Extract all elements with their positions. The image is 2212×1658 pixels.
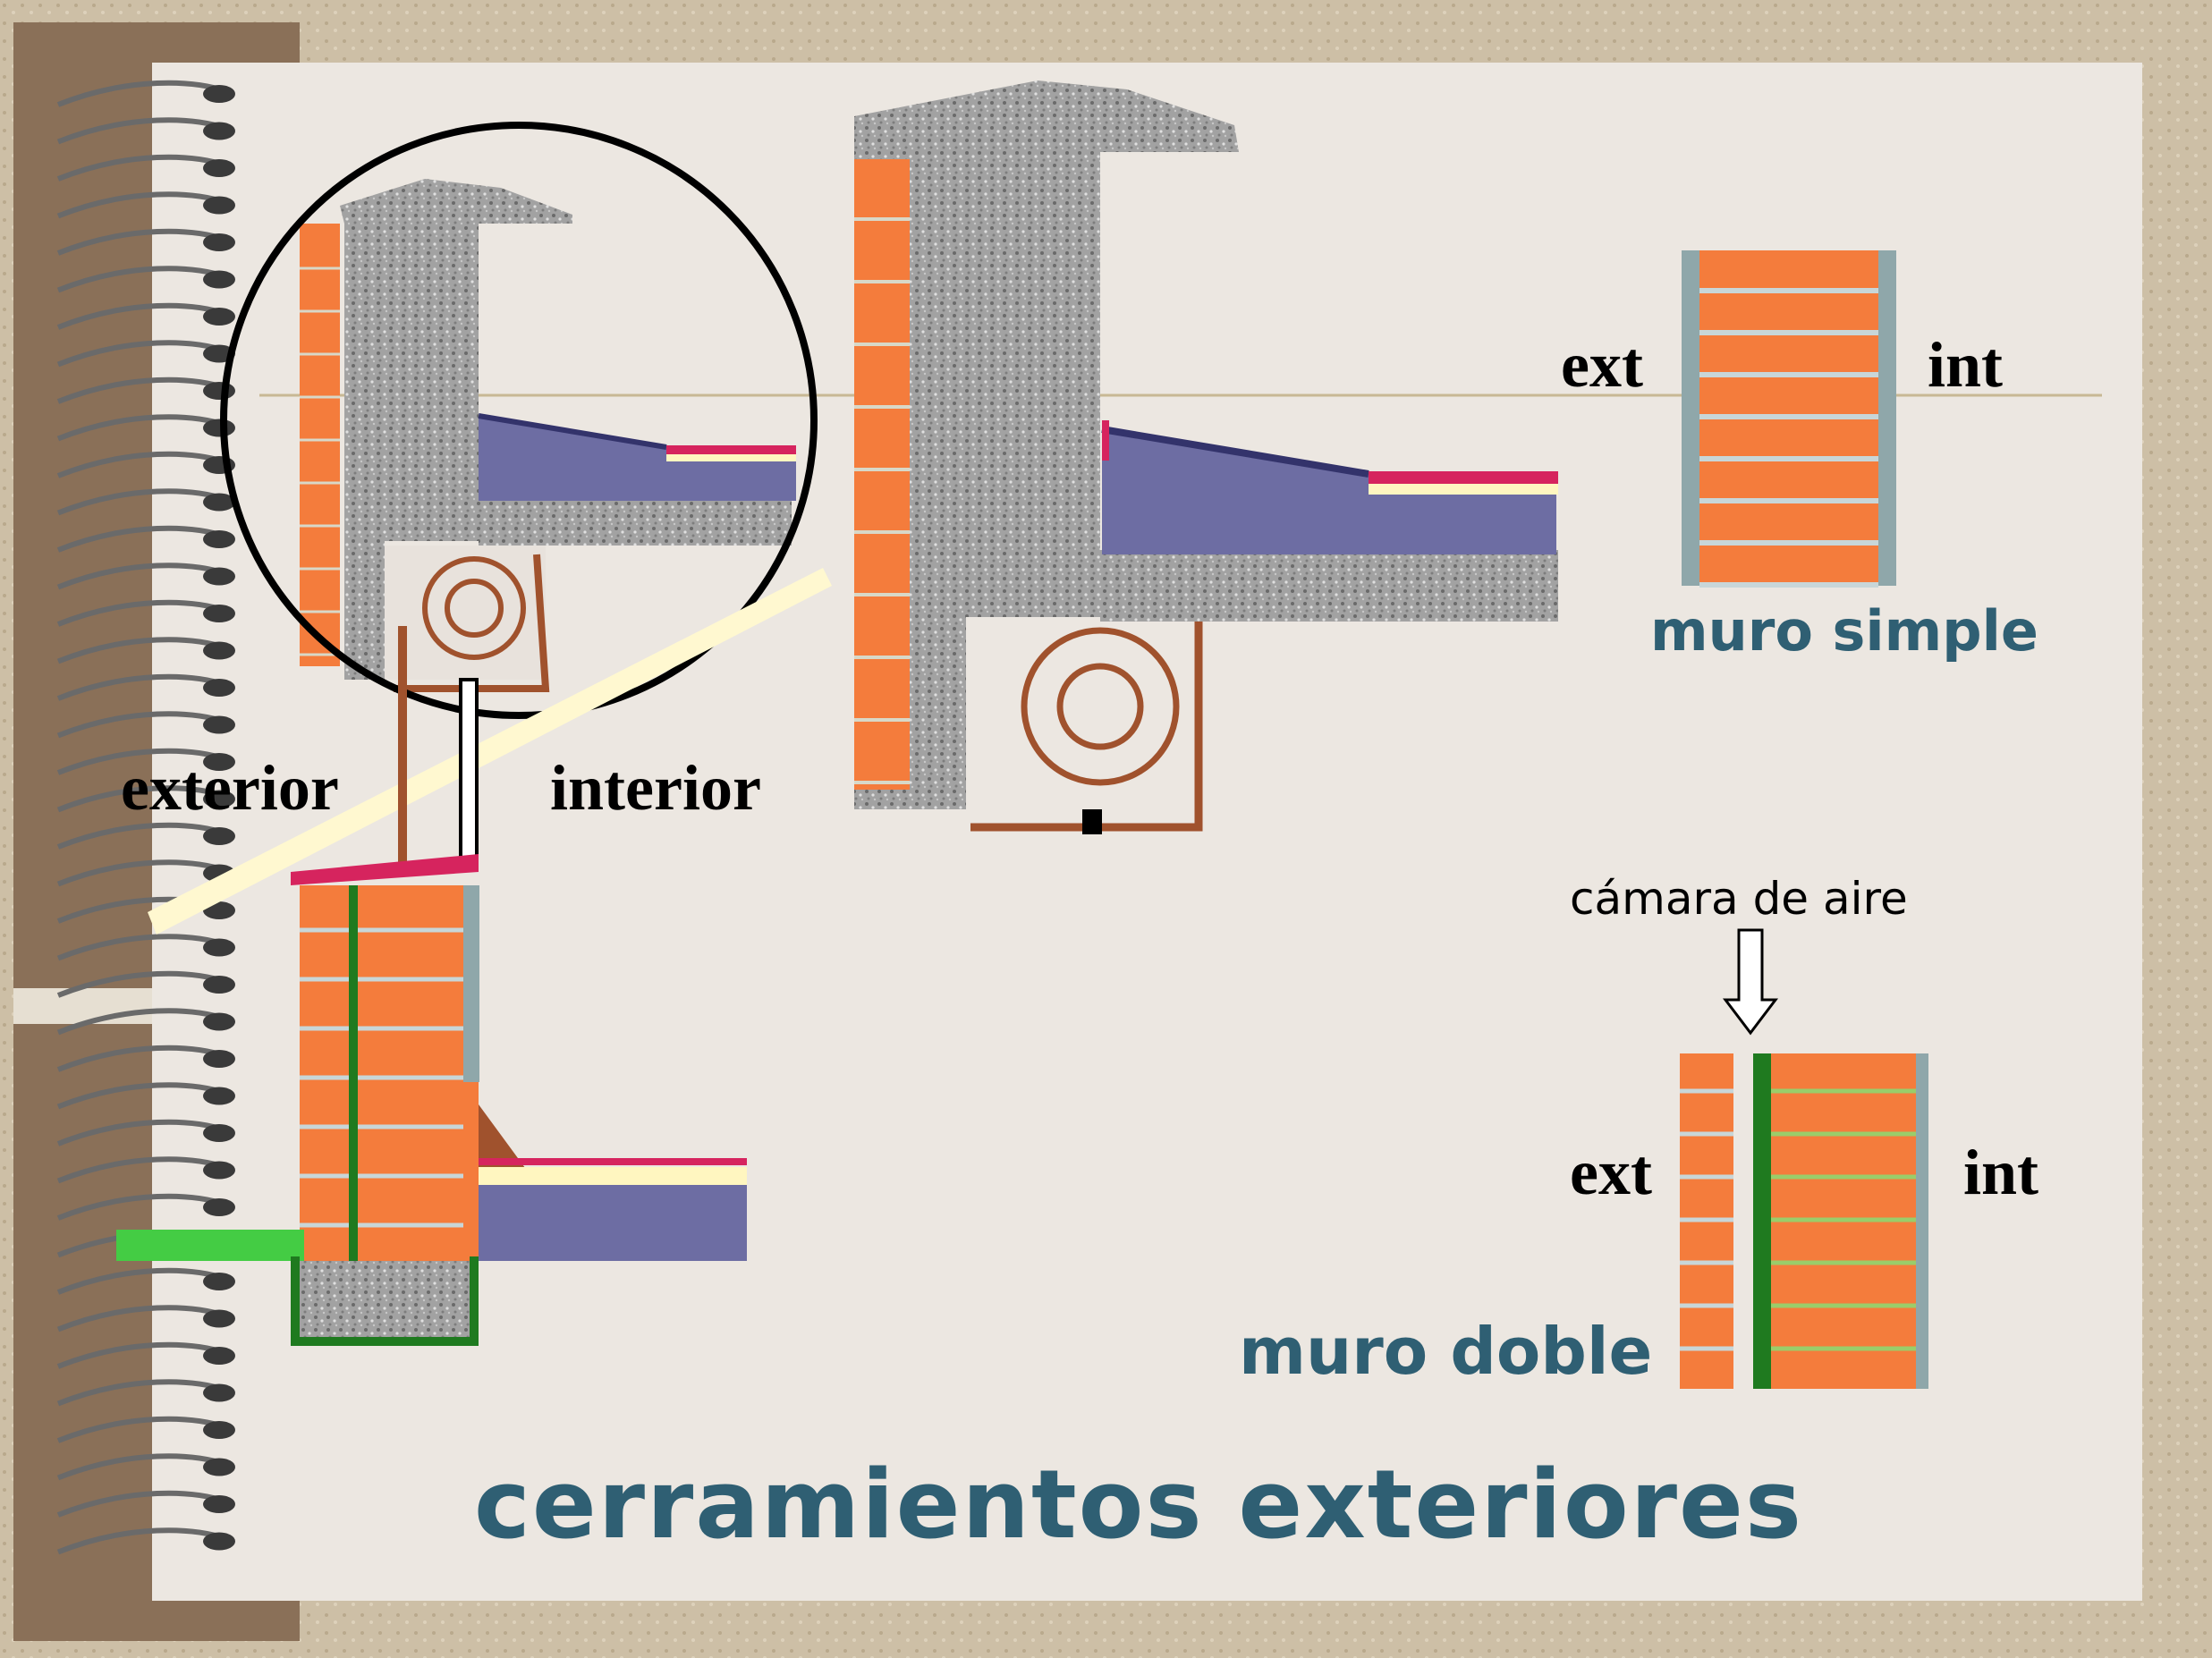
spiral-hole bbox=[203, 233, 235, 251]
spiral-hole bbox=[203, 1309, 235, 1328]
spiral-hole bbox=[203, 641, 235, 660]
spiral-hole bbox=[203, 1495, 235, 1513]
spiral-hole bbox=[203, 679, 235, 697]
muro-simple-label: muro simple bbox=[1650, 598, 2038, 664]
foundation-section bbox=[116, 626, 747, 1346]
spiral-hole bbox=[203, 938, 235, 957]
spiral-hole bbox=[203, 1421, 235, 1439]
spiral-hole bbox=[203, 308, 235, 326]
label-int-simple: int bbox=[1928, 329, 2004, 401]
spiral-hole bbox=[203, 85, 235, 103]
spiral-hole bbox=[203, 1383, 235, 1402]
spiral-hole bbox=[203, 1124, 235, 1142]
spiral-hole bbox=[203, 382, 235, 400]
camara-de-aire-label: cámara de aire bbox=[1570, 873, 1908, 925]
spiral-hole bbox=[203, 1012, 235, 1031]
muro-doble-wall bbox=[1680, 1053, 1928, 1389]
spiral-hole bbox=[203, 419, 235, 437]
muro-simple-wall bbox=[1682, 250, 1896, 588]
label-ext-doble: ext bbox=[1570, 1137, 1652, 1208]
spiral-hole bbox=[203, 976, 235, 994]
spiral-hole bbox=[203, 790, 235, 808]
magnifier-circle bbox=[220, 122, 818, 719]
label-exterior: exterior bbox=[121, 752, 339, 824]
spiral-hole bbox=[203, 1532, 235, 1551]
spiral-hole bbox=[203, 270, 235, 289]
label-interior: interior bbox=[550, 752, 761, 824]
spiral-hole bbox=[203, 605, 235, 622]
magnifier-handle bbox=[148, 568, 832, 935]
large-roof-detail bbox=[854, 80, 1558, 834]
spiral-hole bbox=[203, 1198, 235, 1216]
spiral-hole bbox=[203, 493, 235, 512]
label-ext-simple: ext bbox=[1561, 329, 1643, 401]
small-roof-detail bbox=[300, 179, 796, 692]
spiral-hole bbox=[203, 1050, 235, 1068]
page-title: cerramientos exteriores bbox=[474, 1450, 1803, 1560]
label-int-doble: int bbox=[1963, 1137, 2039, 1208]
spiral-hole bbox=[203, 827, 235, 845]
spiral-hole bbox=[203, 122, 235, 140]
spiral-binding bbox=[56, 80, 235, 1555]
spiral-hole bbox=[203, 753, 235, 771]
muro-doble-label: muro doble bbox=[1239, 1314, 1653, 1389]
spiral-hole bbox=[203, 530, 235, 548]
spiral-hole bbox=[203, 1087, 235, 1105]
spiral-hole bbox=[203, 159, 235, 177]
spiral-hole bbox=[203, 1273, 235, 1290]
spiral-hole bbox=[203, 1161, 235, 1180]
spiral-hole bbox=[203, 1347, 235, 1365]
spiral-hole bbox=[203, 196, 235, 215]
down-arrow-icon bbox=[1722, 928, 1779, 1036]
spiral-hole bbox=[203, 1458, 235, 1476]
spiral-hole bbox=[203, 567, 235, 586]
spiral-hole bbox=[203, 715, 235, 734]
